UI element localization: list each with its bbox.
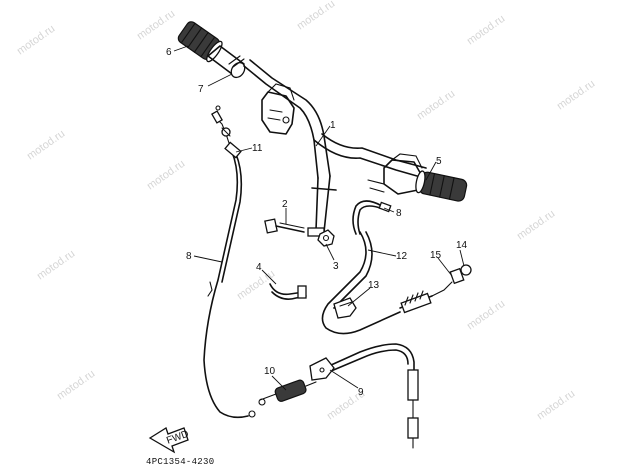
callout-5: 5 — [436, 156, 442, 167]
bolt — [264, 218, 305, 234]
watermark-text: motod.ru — [515, 208, 557, 243]
callout-10: 10 — [264, 366, 276, 377]
throttle-adjuster — [258, 379, 317, 406]
throttle-cable — [321, 231, 401, 335]
diagram-code: 4PC1354-4230 — [146, 457, 214, 467]
cable-holder — [333, 297, 357, 319]
callout-1: 1 — [330, 120, 336, 131]
watermark-text: motod.ru — [465, 13, 507, 48]
brake-cable-left — [203, 105, 256, 419]
left-grip — [177, 21, 223, 63]
brake-cable-right — [352, 200, 392, 235]
callout-15: 15 — [430, 250, 442, 261]
nut — [317, 229, 335, 247]
callout-12: 12 — [396, 251, 408, 262]
callout-14: 14 — [456, 240, 468, 251]
cable-lower — [309, 343, 419, 449]
watermark-text: motod.ru — [35, 248, 77, 283]
cable-band — [269, 283, 307, 300]
callout-6: 6 — [166, 47, 172, 58]
callout-11: 11 — [252, 143, 263, 154]
left-switch-housing — [261, 83, 295, 135]
callout-2: 2 — [282, 199, 288, 210]
watermark-layer: motod.ru motod.ru motod.ru motod.ru moto… — [15, 0, 597, 422]
right-grip — [415, 170, 468, 202]
watermark-text: motod.ru — [555, 78, 597, 113]
watermark-text: motod.ru — [55, 368, 97, 403]
watermark-text: motod.ru — [135, 8, 177, 43]
cable-adjuster — [399, 264, 472, 314]
right-switch-housing — [367, 153, 423, 195]
callout-3: 3 — [333, 261, 339, 272]
watermark-text: motod.ru — [295, 0, 337, 32]
watermark-text: motod.ru — [25, 128, 67, 163]
callout-numbers: 6 7 1 5 2 3 4 8 8 11 12 13 14 15 10 9 — [166, 47, 468, 398]
callout-7: 7 — [198, 84, 204, 95]
callout-13: 13 — [368, 280, 380, 291]
watermark-text: motod.ru — [415, 88, 457, 123]
callout-9: 9 — [358, 387, 364, 398]
callout-8: 8 — [186, 251, 192, 262]
forward-arrow: FWD — [148, 427, 190, 454]
throttle-sleeve — [207, 45, 246, 79]
watermark-text: motod.ru — [145, 158, 187, 193]
cable-fitting — [221, 127, 231, 137]
leader-lines — [173, 45, 465, 391]
watermark-text: motod.ru — [15, 23, 57, 58]
watermark-text: motod.ru — [465, 298, 507, 333]
watermark-text: motod.ru — [535, 388, 577, 423]
callout-4: 4 — [256, 262, 262, 273]
callout-8-right: 8 — [396, 208, 402, 219]
